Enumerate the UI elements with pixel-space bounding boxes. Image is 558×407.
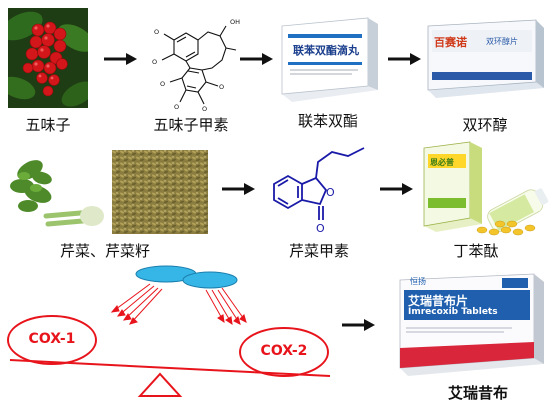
schisandra-photo xyxy=(8,8,88,108)
svg-text:O: O xyxy=(202,105,207,112)
celery-photo xyxy=(8,150,112,234)
imrecoxib-box-en-title: Imrecoxib Tablets xyxy=(408,307,498,317)
svg-text:O: O xyxy=(316,222,325,235)
svg-text:OH: OH xyxy=(230,18,240,26)
svg-text:O: O xyxy=(160,80,165,88)
schisandra-label: 五味子 xyxy=(25,116,71,134)
cox2-label: COX-2 xyxy=(260,343,308,359)
butylphthalide-label: 芹菜甲素 xyxy=(288,242,349,260)
bicyclol-label: 双环醇 xyxy=(462,116,508,134)
bicyclol-box: 百赛诺 双环醇片 xyxy=(424,16,546,100)
imrecoxib-box-cn-title: 艾瑞昔布片 xyxy=(408,294,469,308)
schisandrin-structure: O O O O O O OH xyxy=(144,14,240,112)
imrecoxib-box: 恒扬 艾瑞昔布片 Imrecoxib Tablets xyxy=(394,272,548,378)
arrow-right-icon xyxy=(380,183,413,195)
arrow-right-icon xyxy=(222,183,255,195)
bifendate-box: 联苯双酯滴丸 xyxy=(276,12,380,106)
arrow-right-icon xyxy=(240,53,273,65)
nbp-label: 丁苯酞 xyxy=(453,242,499,260)
imrecoxib-label: 艾瑞昔布 xyxy=(447,384,508,402)
arrow-right-icon xyxy=(342,319,375,331)
bicyclol-box-name: 双环醇片 xyxy=(486,37,518,46)
celery-label: 芹菜、芹菜籽 xyxy=(59,242,150,260)
bifendate-box-title: 联苯双酯滴丸 xyxy=(293,44,359,57)
svg-text:O: O xyxy=(154,28,159,36)
imrecoxib-box-brand: 恒扬 xyxy=(410,277,426,286)
svg-text:O: O xyxy=(152,58,157,66)
bifendate-label: 联苯双酯 xyxy=(297,112,358,130)
cox1-label: COX-1 xyxy=(28,331,76,347)
celery-seed-photo xyxy=(112,150,208,234)
arrow-right-icon xyxy=(104,53,137,65)
arrow-right-icon xyxy=(388,53,421,65)
svg-text:O: O xyxy=(326,186,335,199)
nbp-box-brand: 恩必普 xyxy=(430,158,454,167)
nbp-product: 恩必普 xyxy=(416,138,550,238)
bicyclol-box-brand: 百赛诺 xyxy=(434,36,467,49)
cox-balance-diagram: COX-1 COX-2 xyxy=(0,262,340,407)
svg-text:O: O xyxy=(174,103,179,111)
svg-text:O: O xyxy=(219,83,224,91)
butylphthalide-structure: O O xyxy=(264,140,374,236)
schisandrin-label: 五味子甲素 xyxy=(153,116,229,134)
